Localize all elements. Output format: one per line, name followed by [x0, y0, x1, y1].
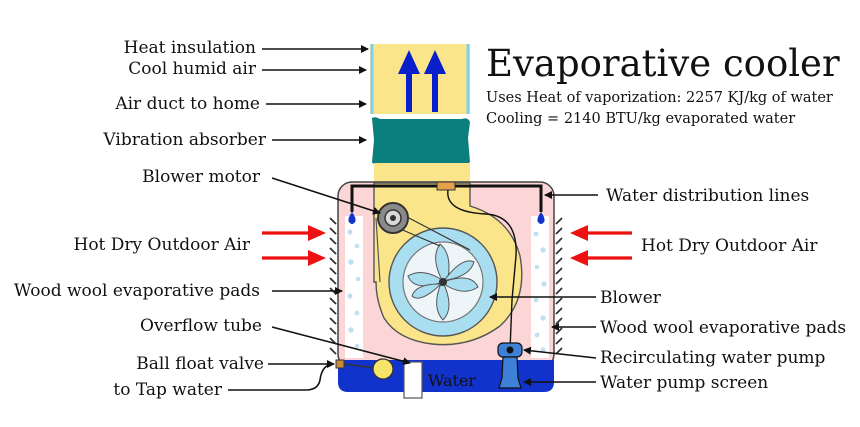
label-vibration-absorber: Vibration absorber	[103, 130, 266, 150]
label-heat-insulation: Heat insulation	[123, 38, 256, 58]
diagram-title: Evaporative cooler	[486, 42, 840, 85]
label-ball-float-valve: Ball float valve	[136, 354, 264, 374]
ball-float-valve	[335, 358, 394, 380]
evaporative-pads	[345, 216, 549, 358]
label-recirculating-pump: Recirculating water pump	[600, 348, 826, 368]
label-water-distribution-lines: Water distribution lines	[606, 186, 810, 206]
label-hot-air-right: Hot Dry Outdoor Air	[641, 236, 818, 256]
label-hot-air-left: Hot Dry Outdoor Air	[73, 235, 251, 255]
label-blower-motor: Blower motor	[142, 167, 260, 187]
label-air-duct: Air duct to home	[115, 94, 260, 114]
label-tap-water: to Tap water	[113, 380, 222, 400]
label-water-pump-screen: Water pump screen	[600, 373, 769, 393]
cool-air-arrows	[398, 50, 446, 112]
label-overflow-tube: Overflow tube	[140, 316, 262, 336]
water-drops	[348, 212, 545, 224]
label-pads-right: Wood wool evaporative pads	[600, 318, 847, 338]
left-louvers	[329, 217, 337, 355]
water-pump	[497, 342, 523, 389]
right-louvers	[555, 217, 563, 355]
label-pads-left: Wood wool evaporative pads	[13, 281, 260, 301]
water-label: Water	[428, 371, 476, 390]
subtitle-line-2: Cooling = 2140 BTU/kg evaporated water	[486, 111, 796, 127]
hot-air-arrows	[262, 225, 632, 266]
blower-fan	[388, 227, 498, 337]
label-blower: Blower	[600, 288, 661, 308]
vibration-absorber	[372, 117, 470, 165]
air-duct	[370, 44, 470, 114]
blower-motor	[377, 202, 409, 234]
overflow-tube	[403, 361, 423, 399]
label-cool-humid-air: Cool humid air	[128, 59, 256, 79]
subtitle-line-1: Uses Heat of vaporization: 2257 KJ/kg of…	[486, 90, 833, 106]
